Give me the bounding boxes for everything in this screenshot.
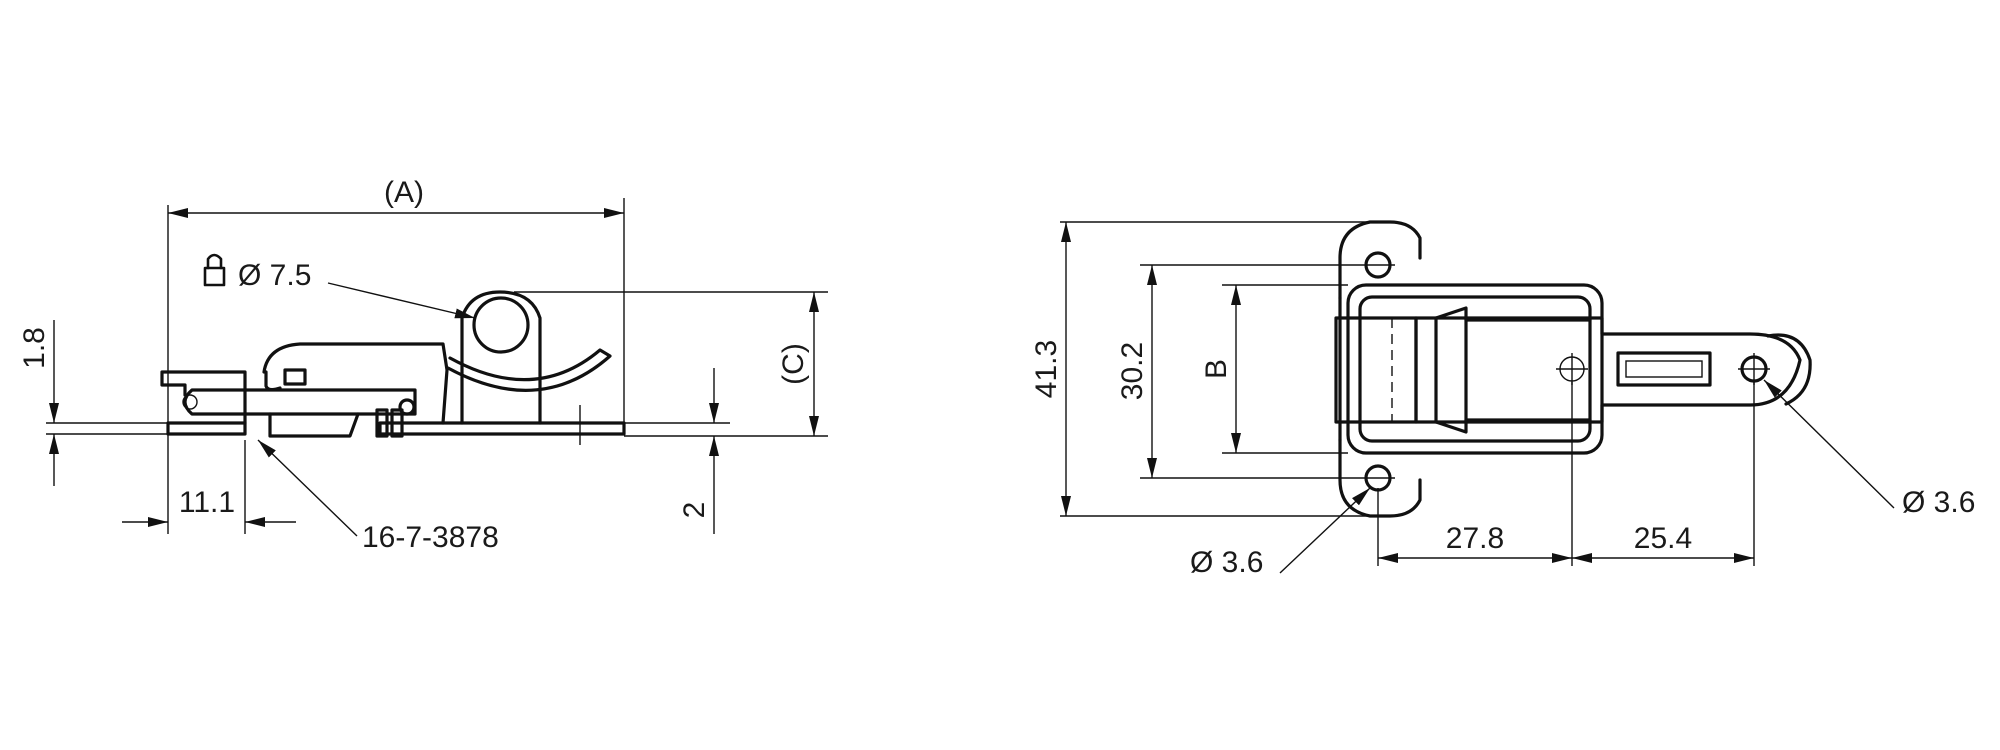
dim-11-1-label: 11.1	[179, 486, 235, 519]
dim-27-8-label: 27.8	[1446, 522, 1504, 555]
dim-41-3-label: 41.3	[1030, 340, 1063, 398]
padlock-icon	[203, 253, 226, 287]
dim-1-8-label: 1.8	[18, 327, 51, 369]
latch-top-outline	[1334, 220, 1812, 518]
part-number-label: 16-7-3878	[362, 521, 499, 554]
dim-lock-diameter-label: Ø 7.5	[238, 259, 311, 292]
dim-25-4-label: 25.4	[1634, 522, 1692, 555]
side-view: (A) (C) Ø 7.5 1.8 2 11.1 16-7-3878	[18, 176, 828, 554]
dim-hole-left-label: Ø 3.6	[1190, 546, 1263, 579]
top-view: 41.3 30.2 B 27.8 25.4 Ø 3.6 Ø 3.6	[1030, 220, 1975, 579]
dim-30-2-label: 30.2	[1116, 342, 1149, 400]
dim-hole-right-label: Ø 3.6	[1902, 486, 1975, 519]
dim-2-label: 2	[678, 502, 711, 519]
latch-side-outline	[160, 290, 626, 445]
dim-B-label: B	[1200, 359, 1233, 379]
dim-A-label: (A)	[384, 176, 424, 209]
dim-C-label: (C)	[777, 343, 810, 385]
